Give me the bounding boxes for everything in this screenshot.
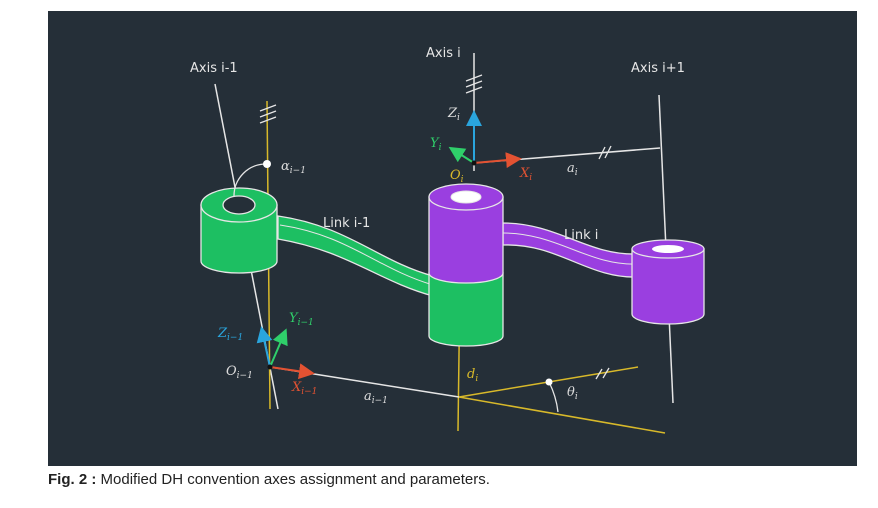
figure-caption: Fig. 2 : Modified DH convention axes ass…: [48, 471, 490, 488]
alpha-dot: [263, 160, 271, 168]
d-label: di: [467, 367, 478, 384]
x-curr-arrow: [473, 152, 522, 169]
alpha-arc: [233, 163, 268, 198]
z-prev-arrow: [256, 326, 273, 368]
axis-prev-label: Axis i-1: [190, 61, 238, 76]
caption-label: Fig. 2 :: [48, 471, 97, 488]
y-curr-label: Yi: [430, 136, 442, 153]
caption-text: Modified DH convention axes assignment a…: [96, 471, 490, 488]
o-prev-label: Oi−1: [226, 364, 253, 381]
x-prev-arrow: [269, 363, 315, 380]
x-curr-label: Xi: [519, 166, 532, 183]
y-prev-arrow: [269, 328, 288, 368]
y-curr-arrow: [448, 146, 475, 164]
base-line-lower: [458, 396, 666, 434]
y-prev-label: Yi−1: [289, 311, 314, 328]
a-curr-label: ai: [567, 161, 578, 178]
joint-next-cylinder: [631, 239, 705, 325]
z-curr-label: Zi: [447, 106, 460, 123]
origin-curr-dot: [471, 160, 477, 166]
joint-prev-cylinder: [200, 187, 278, 274]
axis-curr-hatch: [465, 74, 483, 94]
alpha-label: αi−1: [281, 159, 306, 176]
o-curr-label: Oi: [450, 168, 464, 185]
theta-label: θi: [567, 385, 578, 402]
link-curr-label: Link i: [564, 228, 598, 243]
link-prev-label: Link i-1: [323, 216, 370, 231]
dh-diagram: Axis i-1 Axis i Axis i+1 Link i-1 Link i…: [48, 11, 857, 466]
origin-prev-dot: [267, 364, 273, 370]
axis-next-label: Axis i+1: [631, 61, 685, 76]
normal-a-curr-hatch: [598, 145, 612, 160]
theta-dot: [545, 378, 553, 386]
a-prev-label: ai−1: [364, 389, 388, 406]
x-prev-label: Xi−1: [291, 380, 317, 397]
z-prev-label: Zi−1: [217, 326, 243, 343]
axis-prev-hatch: [259, 104, 277, 124]
axis-curr-label: Axis i: [426, 46, 461, 61]
joint-curr-cylinder: [428, 183, 504, 347]
base-line-hatch: [595, 367, 610, 380]
